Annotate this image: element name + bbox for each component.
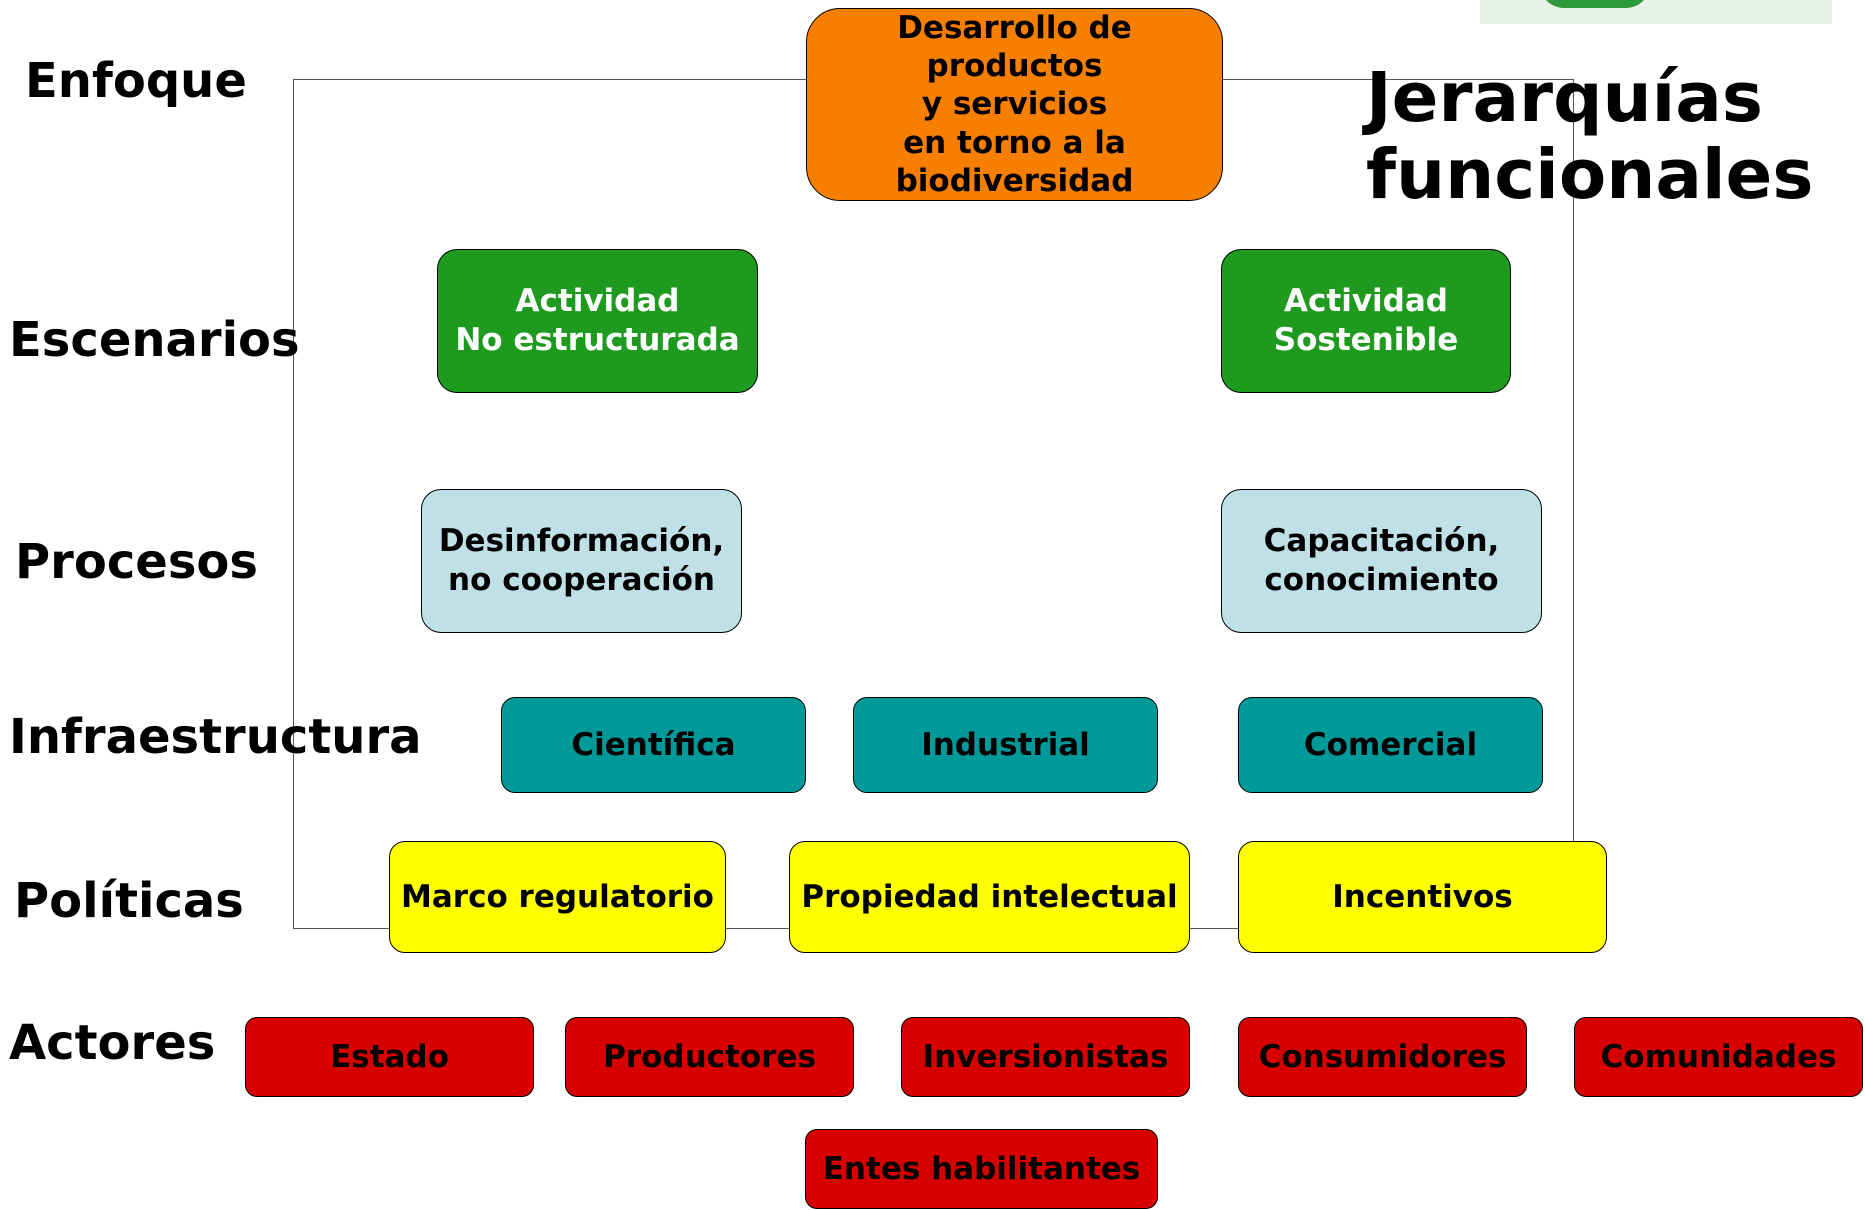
politica-marco-regulatorio-box: Marco regulatorio <box>389 841 726 953</box>
politica-propiedad-intelectual-box: Propiedad intelectual <box>789 841 1190 953</box>
politica-incentivos-box: Incentivos <box>1238 841 1607 953</box>
actor-inversionistas-box: Inversionistas <box>901 1017 1190 1097</box>
infraestructura-cientifica-box: Científica <box>501 697 806 793</box>
actor-consumidores-box: Consumidores <box>1238 1017 1527 1097</box>
escenario-sostenible-box: Actividad Sostenible <box>1221 249 1511 393</box>
row-label-enfoque: Enfoque <box>25 53 247 109</box>
row-label-procesos: Procesos <box>15 534 258 590</box>
row-label-escenarios: Escenarios <box>9 312 300 368</box>
corner-image-shape <box>1540 0 1650 8</box>
infraestructura-industrial-box: Industrial <box>853 697 1158 793</box>
proceso-capacitacion-box: Capacitación, conocimiento <box>1221 489 1542 633</box>
actor-estado-box: Estado <box>245 1017 534 1097</box>
escenario-no-estructurada-box: Actividad No estructurada <box>437 249 758 393</box>
actor-productores-box: Productores <box>565 1017 854 1097</box>
proceso-desinformacion-box: Desinformación, no cooperación <box>421 489 742 633</box>
row-label-politicas: Políticas <box>14 873 244 929</box>
row-label-actores: Actores <box>9 1015 216 1071</box>
row-label-infraestructura: Infraestructura <box>9 709 422 765</box>
actor-comunidades-box: Comunidades <box>1574 1017 1863 1097</box>
diagram-title: Jerarquías funcionales <box>1366 58 1814 215</box>
enfoque-box: Desarrollo de productos y servicios en t… <box>806 8 1223 201</box>
infraestructura-comercial-box: Comercial <box>1238 697 1543 793</box>
corner-image <box>1480 0 1832 24</box>
actor-entes-habilitantes-box: Entes habilitantes <box>805 1129 1158 1209</box>
